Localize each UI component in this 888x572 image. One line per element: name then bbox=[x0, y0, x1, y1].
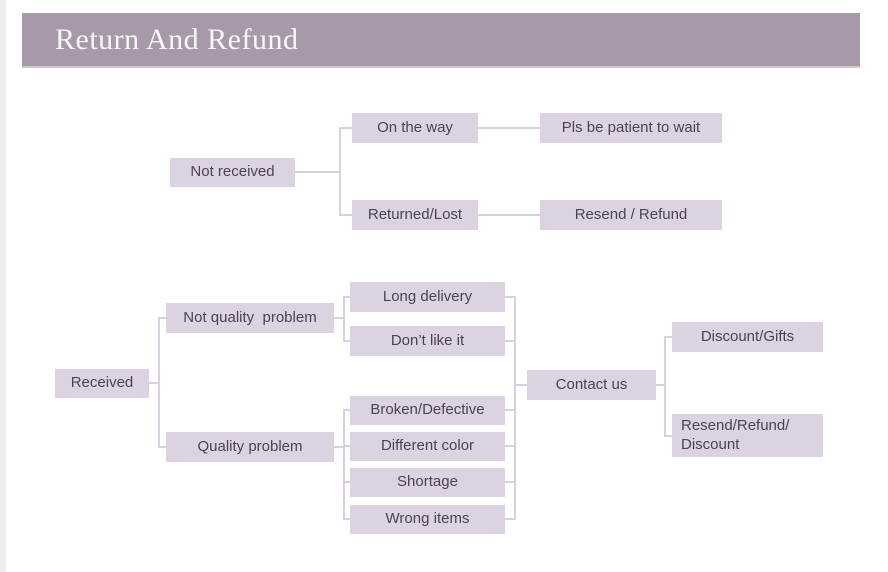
node-wrong-items: Wrong items bbox=[350, 505, 505, 534]
node-quality-problem: Quality problem bbox=[166, 432, 334, 462]
connector-line bbox=[339, 214, 352, 216]
connector-line bbox=[343, 340, 350, 342]
node-dont-like-it: Don’t like it bbox=[350, 326, 505, 356]
header-bar: Return And Refund bbox=[22, 13, 860, 68]
connector-line bbox=[339, 127, 341, 216]
connector-line bbox=[505, 340, 516, 342]
connector-line bbox=[158, 317, 166, 319]
connector-line bbox=[656, 384, 666, 386]
node-not-quality-problem: Not quality problem bbox=[166, 303, 334, 333]
node-returned-lost: Returned/Lost bbox=[352, 200, 478, 230]
connector-line bbox=[158, 317, 160, 448]
connector-line bbox=[664, 336, 672, 338]
node-discount-gifts: Discount/Gifts bbox=[672, 322, 823, 352]
connector-line bbox=[514, 384, 527, 386]
connector-line bbox=[505, 518, 516, 520]
connector-line bbox=[343, 481, 350, 483]
node-resend-refund: Resend / Refund bbox=[540, 200, 722, 230]
node-different-color: Different color bbox=[350, 432, 505, 461]
connector-line bbox=[514, 296, 516, 520]
node-long-delivery: Long delivery bbox=[350, 282, 505, 312]
node-not-received: Not received bbox=[170, 158, 295, 187]
connector-line bbox=[505, 445, 516, 447]
connector-line bbox=[149, 382, 160, 384]
connector-line bbox=[505, 481, 516, 483]
page-title: Return And Refund bbox=[55, 22, 299, 56]
connector-line bbox=[478, 214, 540, 216]
node-on-the-way: On the way bbox=[352, 113, 478, 143]
connector-line bbox=[334, 317, 345, 319]
connector-line bbox=[343, 409, 345, 520]
node-contact-us: Contact us bbox=[527, 370, 656, 400]
connector-line bbox=[505, 409, 516, 411]
connector-line bbox=[478, 127, 540, 129]
connector-line bbox=[295, 171, 340, 173]
page-left-edge bbox=[0, 0, 6, 572]
connector-line bbox=[343, 409, 350, 411]
connector-line bbox=[664, 336, 666, 436]
connector-line bbox=[343, 445, 350, 447]
node-broken-defective: Broken/Defective bbox=[350, 396, 505, 425]
connector-line bbox=[343, 296, 350, 298]
connector-line bbox=[334, 446, 345, 448]
connector-line bbox=[505, 296, 516, 298]
connector-line bbox=[343, 296, 345, 342]
connector-line bbox=[158, 446, 166, 448]
node-received: Received bbox=[55, 369, 149, 398]
node-resend-refund-discount: Resend/Refund/ Discount bbox=[672, 414, 823, 457]
connector-line bbox=[343, 518, 350, 520]
connector-line bbox=[339, 127, 352, 129]
connector-line bbox=[664, 435, 672, 437]
node-pls-be-patient: Pls be patient to wait bbox=[540, 113, 722, 143]
node-shortage: Shortage bbox=[350, 468, 505, 497]
